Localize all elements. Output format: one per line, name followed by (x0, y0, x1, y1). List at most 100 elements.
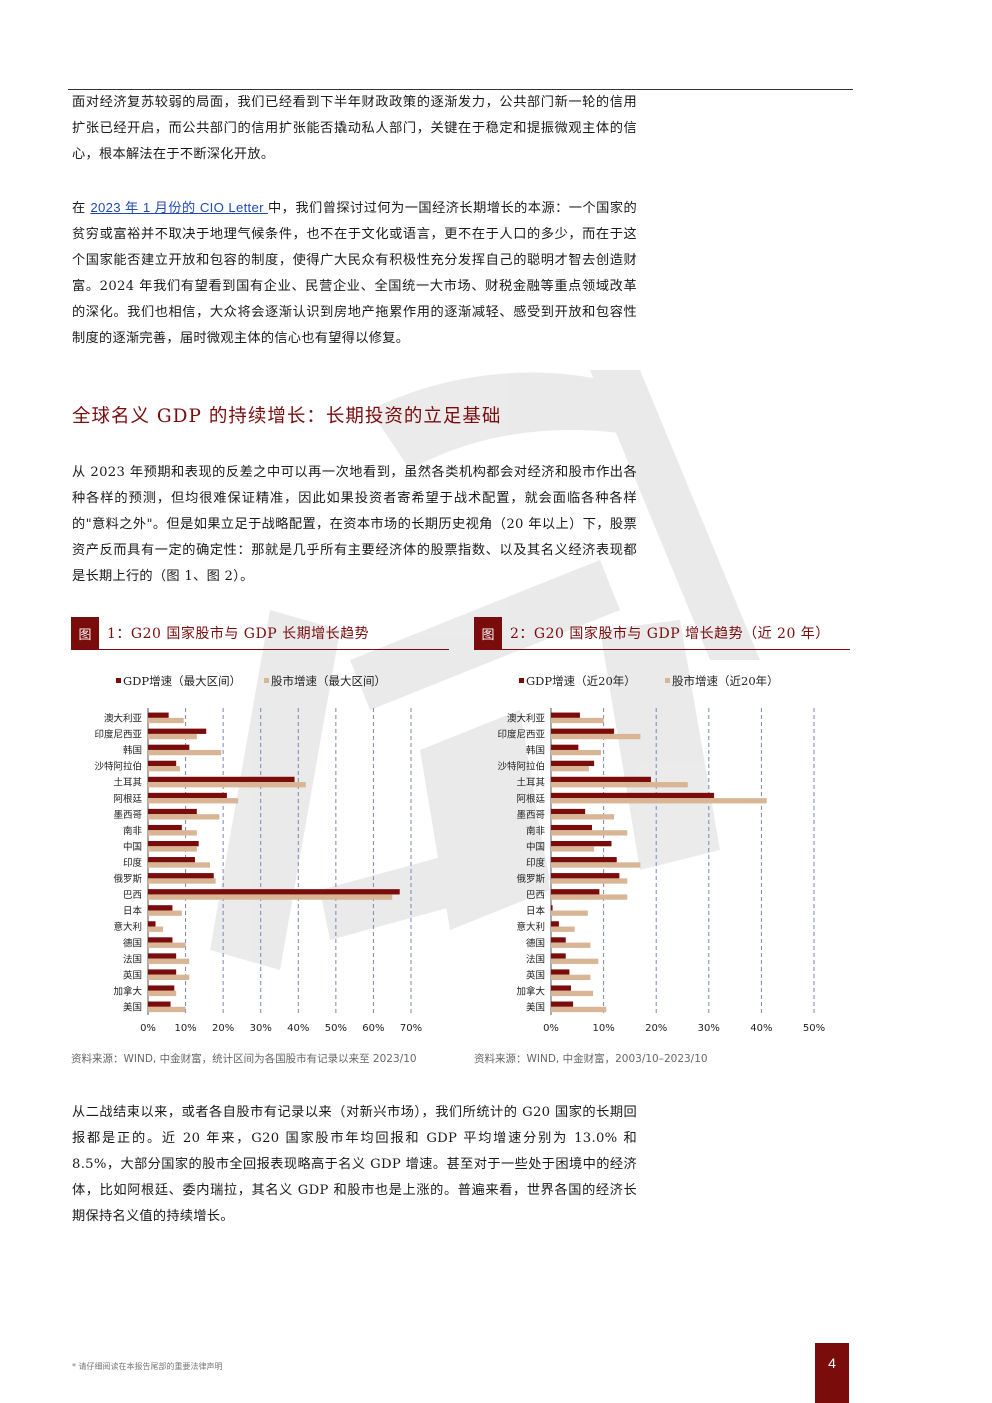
bar-gdp (551, 808, 586, 815)
bar-stock (148, 958, 190, 964)
bar-gdp (551, 857, 617, 863)
category-label: 德国 (526, 937, 545, 949)
bar-stock (148, 862, 210, 868)
x-tick-label: 50% (803, 1023, 825, 1034)
category-label: 南非 (123, 825, 143, 837)
x-tick-label: 20% (212, 1023, 234, 1034)
bar-stock (551, 894, 628, 900)
figure-2-title: 2：G20 国家股市与 GDP 增长趋势（近 20 年） (510, 626, 830, 642)
legend-swatch (665, 678, 670, 683)
bar-gdp (551, 840, 612, 847)
bar-gdp (551, 728, 615, 734)
category-label: 印度尼西亚 (94, 729, 142, 741)
category-label: 土耳其 (516, 777, 545, 789)
category-label: 美国 (526, 1001, 545, 1013)
x-tick-label: 10% (174, 1023, 196, 1034)
bar-stock (551, 878, 628, 884)
category-label: 韩国 (526, 745, 545, 757)
x-tick-label: 10% (592, 1023, 614, 1034)
legend-label: GDP增速（最大区间） (123, 674, 241, 688)
x-tick-label: 20% (645, 1023, 667, 1034)
bar-stock (551, 990, 594, 997)
bar-gdp (551, 1001, 574, 1007)
bar-stock (148, 782, 306, 788)
category-label: 印度 (123, 857, 143, 869)
bar-gdp (148, 1001, 171, 1007)
bar-stock (148, 733, 197, 740)
bar-gdp (551, 776, 651, 783)
category-label: 日本 (123, 905, 143, 917)
figure-1-label: 图 (71, 617, 99, 649)
category-label: 韩国 (123, 745, 142, 757)
bar-stock (551, 733, 641, 740)
x-tick-label: 40% (750, 1023, 772, 1034)
bar-gdp (551, 889, 600, 895)
bar-stock (551, 942, 591, 948)
x-tick-label: 70% (400, 1023, 422, 1034)
legend-swatch (519, 678, 524, 683)
category-label: 德国 (123, 937, 142, 949)
x-tick-label: 0% (140, 1023, 156, 1034)
bar-gdp (551, 937, 566, 943)
bar-gdp (551, 985, 571, 991)
category-label: 沙特阿拉伯 (94, 761, 142, 773)
bar-stock (551, 846, 595, 852)
bar-gdp (148, 728, 207, 734)
paragraph-2-prefix: 在 (72, 201, 91, 216)
category-label: 澳大利亚 (507, 713, 546, 725)
x-tick-label: 60% (362, 1023, 384, 1034)
legend-label: 股市增速（最大区间） (271, 674, 386, 688)
category-label: 英国 (526, 969, 545, 981)
category-label: 加拿大 (113, 985, 142, 997)
cio-letter-link[interactable]: 2023 年 1 月份的 CIO Letter (90, 200, 268, 215)
bar-gdp (148, 857, 195, 863)
figure-2-label: 图 (474, 617, 502, 649)
bar-stock (551, 782, 688, 788)
paragraph-3: 从 2023 年预期和表现的反差之中可以再一次地看到，虽然各类机构都会对经济和股… (72, 465, 637, 584)
bar-stock (551, 717, 604, 724)
category-label: 英国 (123, 969, 142, 981)
category-label: 中国 (526, 841, 545, 853)
bar-stock (551, 749, 601, 756)
bar-stock (551, 974, 591, 981)
category-label: 印度尼西亚 (497, 729, 545, 741)
bar-stock (148, 926, 164, 932)
legend-label: 股市增速（近20年） (672, 674, 779, 688)
chart-2-svg: GDP增速（近20年）股市增速（近20年）0%10%20%30%40%50%澳大… (497, 674, 825, 1034)
category-label: 美国 (123, 1001, 142, 1013)
x-tick-label: 40% (287, 1023, 309, 1034)
bar-gdp (148, 760, 177, 767)
category-label: 法国 (526, 953, 545, 965)
bar-stock (148, 766, 180, 772)
figure-1-title: 1：G20 国家股市与 GDP 长期增长趋势 (107, 626, 370, 642)
bar-stock (551, 862, 641, 868)
bar-stock (148, 878, 216, 884)
bar-gdp (551, 873, 620, 879)
bar-gdp (551, 969, 570, 975)
paragraph-2-body: 中，我们曾探讨过何为一国经济长期增长的本源：一个国家的贫穷或富裕并不取决于地理气… (72, 201, 637, 346)
category-label: 俄罗斯 (113, 873, 142, 885)
bar-gdp (148, 905, 173, 911)
page-number-badge: 4 (815, 1343, 849, 1403)
bar-stock (148, 1006, 186, 1013)
bar-gdp (148, 808, 197, 815)
bar-gdp (148, 953, 177, 959)
bar-gdp (551, 921, 559, 927)
paragraph-4: 从二战结束以来，或者各自股市有记录以来（对新兴市场），我们所统计的 G20 国家… (72, 1105, 637, 1224)
bar-stock (551, 926, 575, 932)
category-label: 土耳其 (113, 777, 142, 789)
bar-gdp (148, 889, 400, 895)
bar-stock (551, 910, 588, 916)
bar-stock (551, 814, 615, 820)
section-title: 全球名义 GDP 的持续增长：长期投资的立足基础 (72, 406, 502, 427)
bar-gdp (148, 840, 199, 847)
chart-2-legend: GDP增速（近20年）股市增速（近20年） (519, 674, 779, 688)
figure-2-source: 资料来源：WIND, 中金财富，2003/10–2023/10 (474, 1053, 708, 1065)
chart-1-legend: GDP增速（最大区间） 股市增速（最大区间） (116, 674, 386, 688)
category-label: 日本 (526, 905, 546, 917)
category-label: 意大利 (516, 921, 545, 933)
bar-gdp (148, 969, 177, 975)
bar-gdp (148, 873, 214, 879)
bar-stock (148, 814, 220, 820)
bar-stock (148, 846, 197, 852)
